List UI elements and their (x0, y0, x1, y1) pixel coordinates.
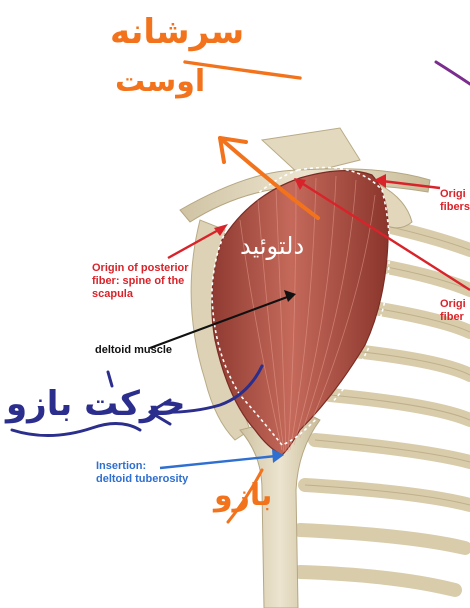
handwriting-arm: بازو (214, 478, 272, 513)
label-origin-right-top: Origi fibers (440, 188, 470, 214)
label-origin-posterior-line2: fiber: spine of the (92, 275, 189, 288)
label-origin-right-top-line1: Origi (440, 188, 470, 201)
label-origin-right-mid-line2: fiber (440, 311, 470, 324)
label-origin-posterior-line3: scapula (92, 288, 189, 301)
label-origin-posterior-line1: Origin of posterior (92, 262, 189, 275)
label-origin-right-mid: Origi fiber (440, 298, 470, 324)
label-origin-right-top-line2: fibers (440, 201, 470, 214)
label-deltoid-muscle: deltoid muscle (95, 344, 172, 357)
label-insertion: Insertion: deltoid tuberosity (96, 460, 188, 486)
handwriting-shoulder-bottom: اوست (115, 64, 205, 99)
handwriting-arm-movement: حرکت بازو (6, 384, 186, 424)
label-origin-posterior: Origin of posterior fiber: spine of the … (92, 262, 189, 301)
handwriting-deltoid: دلتوئید (240, 232, 304, 260)
label-insertion-line1: Insertion: (96, 460, 188, 473)
purple-mark (436, 62, 470, 84)
label-origin-right-mid-line1: Origi (440, 298, 470, 311)
handwriting-shoulder-top: سرشانه (110, 12, 244, 52)
label-insertion-line2: deltoid tuberosity (96, 473, 188, 486)
